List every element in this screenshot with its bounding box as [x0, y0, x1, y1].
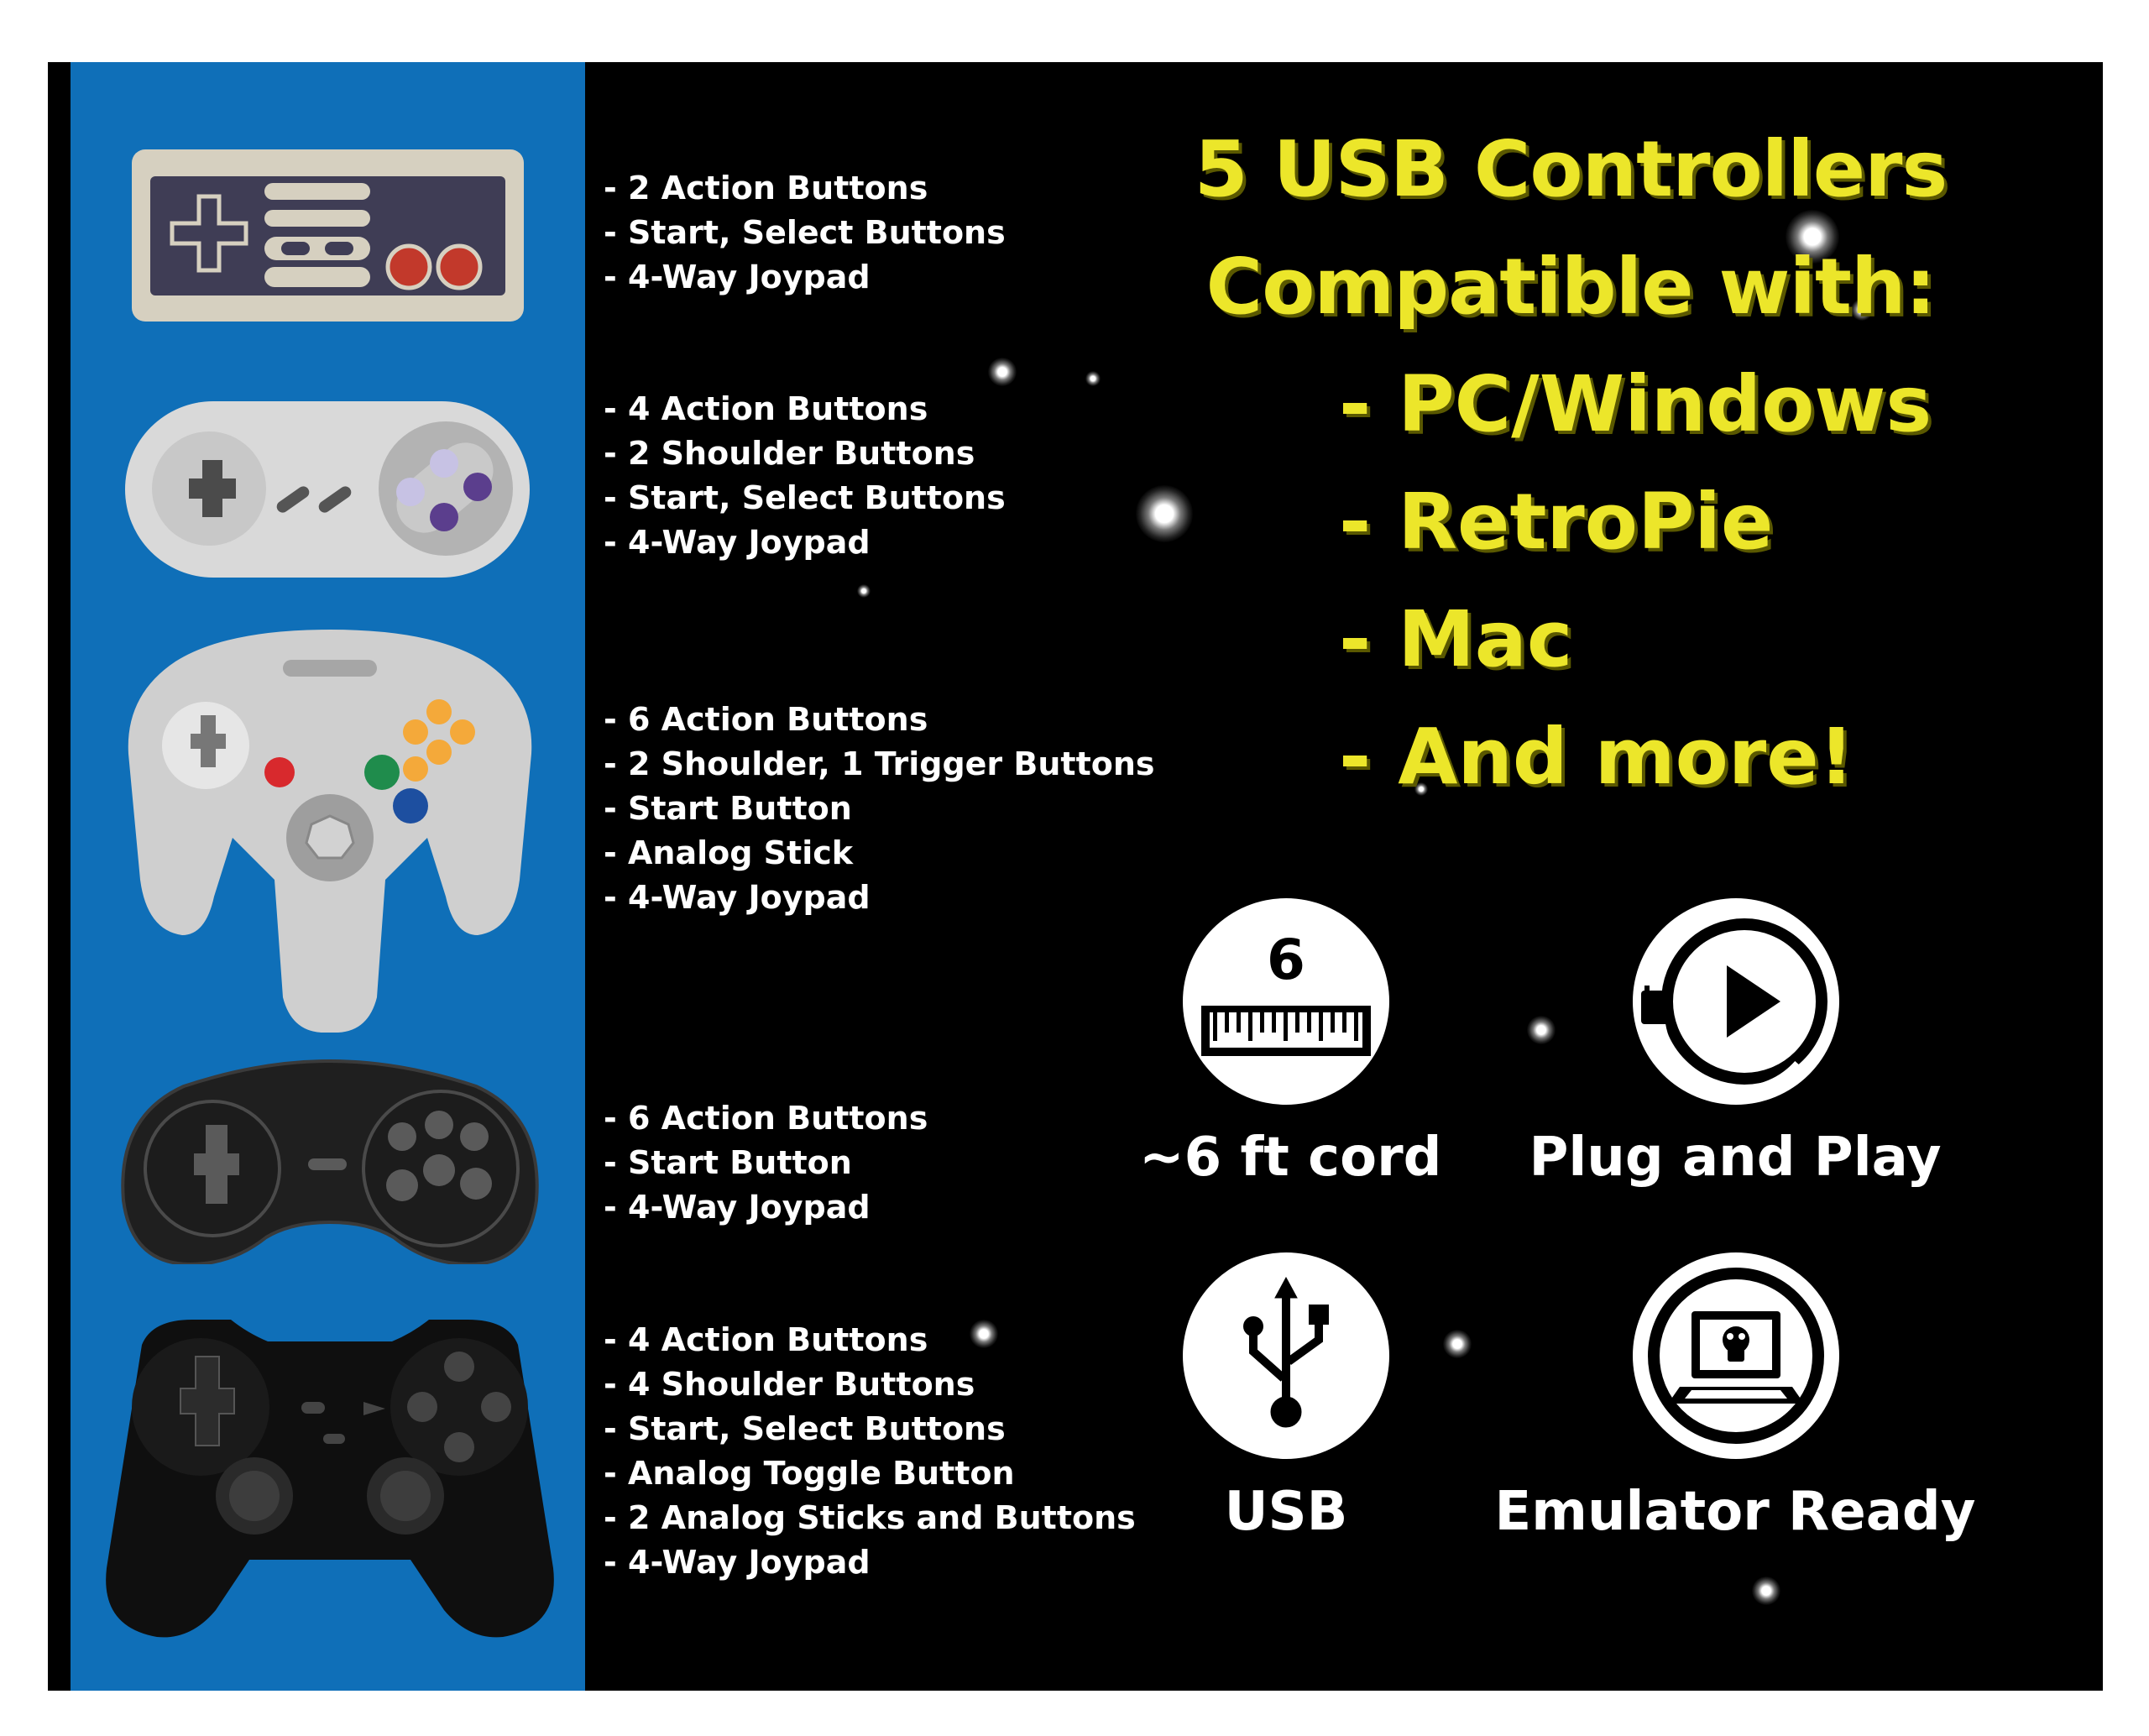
feature-item: - 2 Analog Sticks and Buttons — [604, 1499, 1136, 1536]
cord-length-number: 6 — [1267, 928, 1305, 992]
controller-5-features: - 4 Action Buttons - 4 Shoulder Buttons … — [604, 1318, 1136, 1585]
feature-item: - 2 Action Buttons — [604, 170, 928, 207]
star-decoration — [1851, 299, 1873, 321]
plug-and-play-icon — [1633, 898, 1839, 1105]
feature-item: - Start, Select Buttons — [604, 1410, 1006, 1447]
compat-item: - PC/Windows — [1339, 359, 1932, 449]
feature-item: - 4-Way Joypad — [604, 879, 871, 916]
compat-item: - RetroPie — [1339, 477, 1774, 567]
feature-item: - Start, Select Buttons — [604, 479, 1006, 516]
feature-item: - 4 Action Buttons — [604, 390, 928, 427]
controller-2-features: - 4 Action Buttons - 2 Shoulder Buttons … — [604, 387, 1006, 565]
star-decoration — [1085, 371, 1101, 386]
headline-line-2: Compatible with: — [1205, 242, 1937, 332]
feature-item: - Analog Toggle Button — [604, 1455, 1015, 1492]
feature-item: - 4 Shoulder Buttons — [604, 1366, 975, 1403]
star-decoration — [857, 584, 871, 598]
feature-item: - 4-Way Joypad — [604, 524, 871, 561]
feature-item: - Analog Stick — [604, 834, 854, 871]
usb-icon — [1183, 1252, 1389, 1459]
n64-controller-icon — [125, 628, 535, 1033]
emulator-ready-caption: Emulator Ready — [1494, 1481, 1976, 1543]
usb-caption: USB — [1224, 1481, 1348, 1543]
playstation-controller-icon — [100, 1308, 560, 1640]
feature-item: - 4-Way Joypad — [604, 1544, 871, 1581]
product-panel: - 2 Action Buttons - Start, Select Butto… — [48, 62, 2103, 1691]
ruler-icon: 6 — [1183, 898, 1389, 1105]
feature-item: - 4-Way Joypad — [604, 1189, 871, 1226]
star-decoration — [970, 1320, 998, 1348]
star-decoration — [1443, 1330, 1472, 1358]
star-decoration — [1752, 1577, 1780, 1605]
cord-length-caption: ~6 ft cord — [1139, 1127, 1442, 1189]
snes-controller-icon — [125, 401, 530, 578]
star-decoration — [1527, 1016, 1556, 1044]
controller-4-features: - 6 Action Buttons - Start Button - 4-Wa… — [604, 1096, 928, 1230]
headline-line-1: 5 USB Controllers — [1194, 124, 1948, 214]
compatibility-block: 5 USB Controllers Compatible with: - PC/… — [1089, 111, 2103, 816]
feature-item: - 6 Action Buttons — [604, 1100, 928, 1137]
laptop-icon — [1633, 1252, 1839, 1459]
feature-item: - 2 Shoulder Buttons — [604, 435, 975, 472]
feature-item: - 2 Shoulder, 1 Trigger Buttons — [604, 745, 1155, 782]
controller-1-features: - 2 Action Buttons - Start, Select Butto… — [604, 166, 1006, 300]
feature-item: - 4-Way Joypad — [604, 259, 871, 295]
compat-item: - And more! — [1339, 712, 1854, 802]
genesis-controller-icon — [117, 1058, 543, 1264]
star-decoration — [1136, 485, 1193, 542]
plug-and-play-caption: Plug and Play — [1529, 1127, 1942, 1189]
nes-controller-icon — [132, 149, 524, 322]
feature-item: - Start, Select Buttons — [604, 214, 1006, 251]
feature-item: - 4 Action Buttons — [604, 1321, 928, 1358]
feature-item: - Start Button — [604, 1144, 852, 1181]
star-decoration — [1414, 782, 1428, 796]
controller-3-features: - 6 Action Buttons - 2 Shoulder, 1 Trigg… — [604, 698, 1155, 920]
compat-item: - Mac — [1339, 594, 1573, 684]
feature-item: - Start Button — [604, 790, 852, 827]
star-decoration — [1786, 210, 1839, 264]
feature-item: - 6 Action Buttons — [604, 701, 928, 738]
star-decoration — [988, 358, 1017, 386]
